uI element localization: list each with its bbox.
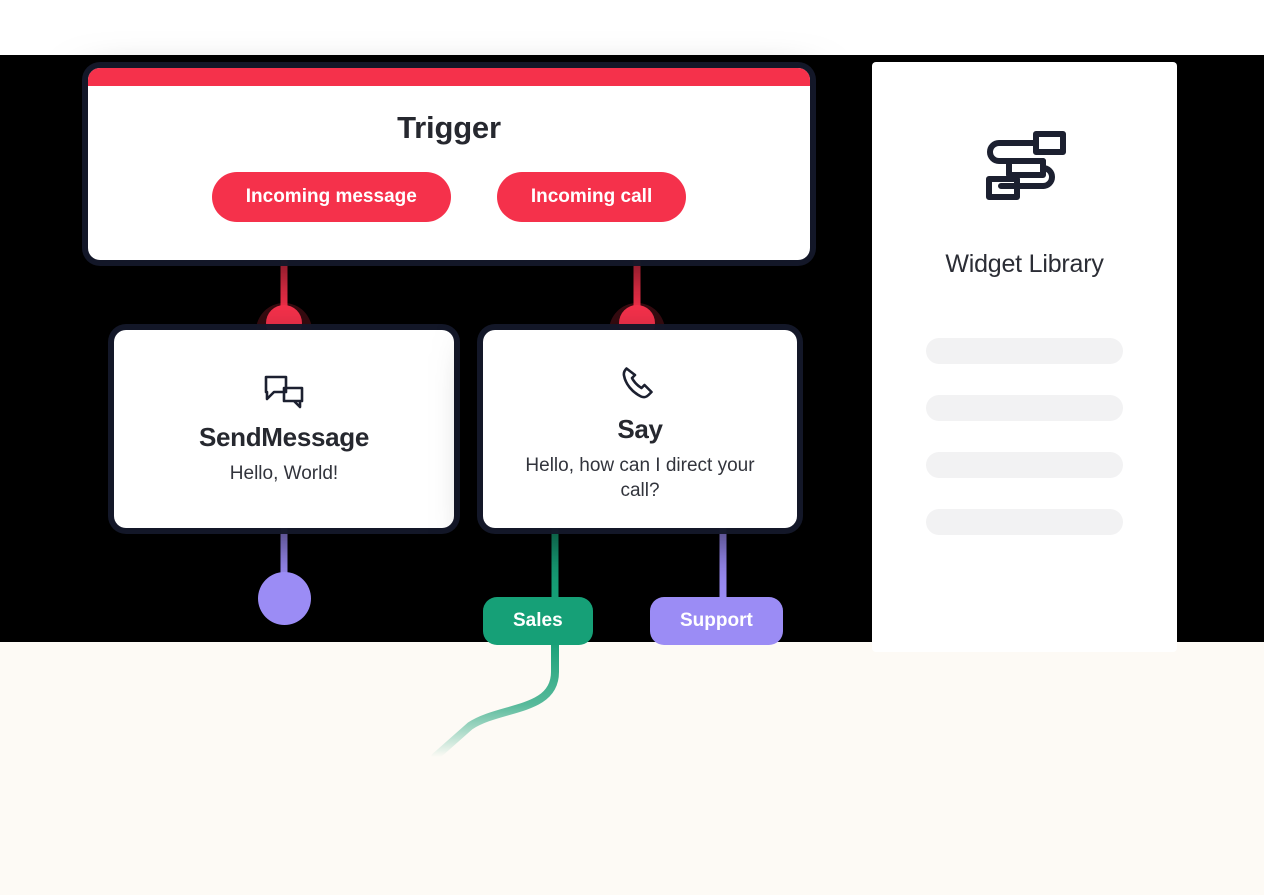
widget-list-item[interactable] — [926, 452, 1123, 478]
node-body-sendmessage: Hello, World! — [229, 463, 339, 484]
widget-list-item[interactable] — [926, 395, 1123, 421]
widget-library-list — [926, 338, 1123, 535]
node-card-say[interactable]: Say Hello, how can I direct your call? — [483, 330, 797, 528]
node-title-sendmessage: SendMessage — [198, 422, 370, 452]
widget-library-title: Widget Library — [945, 250, 1104, 278]
stacked-blocks-icon — [872, 122, 1177, 214]
trigger-card[interactable]: Trigger Incoming message Incoming call — [88, 68, 810, 260]
connector-dot-sendmessage-out[interactable] — [258, 572, 311, 625]
node-card-sendmessage[interactable]: SendMessage Hello, World! — [114, 330, 454, 528]
trigger-pill-incoming-call[interactable]: Incoming call — [496, 172, 687, 222]
node-title-say: Say — [617, 414, 663, 444]
widget-list-item[interactable] — [926, 338, 1123, 364]
trigger-title: Trigger — [397, 110, 501, 145]
phone-handset-icon — [619, 364, 661, 406]
chat-bubbles-icon — [262, 372, 306, 414]
trigger-accent-bar — [88, 68, 810, 86]
widget-library-panel: Widget Library — [872, 62, 1177, 652]
widget-list-item[interactable] — [926, 509, 1123, 535]
trigger-pill-incoming-message[interactable]: Incoming message — [211, 172, 451, 222]
trigger-pill-row: Incoming message Incoming call — [88, 172, 810, 222]
outcome-pill-sales[interactable]: Sales — [483, 597, 593, 645]
cream-background-band — [0, 642, 1264, 895]
node-body-say: Hello, how can I direct your call? — [525, 455, 755, 502]
outcome-pill-support[interactable]: Support — [650, 597, 783, 645]
